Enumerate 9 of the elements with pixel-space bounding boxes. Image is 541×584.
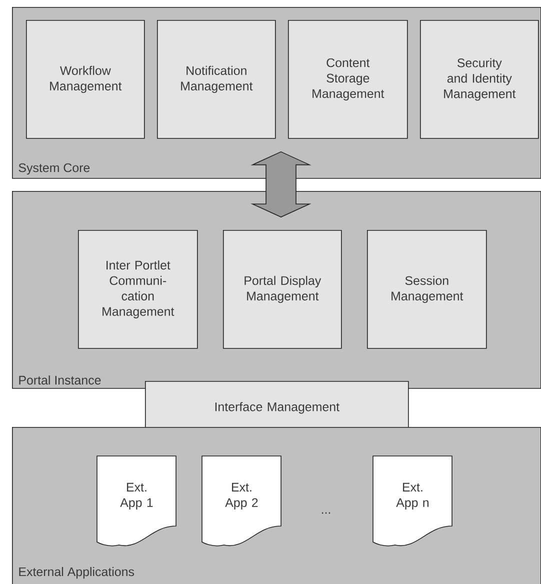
module-box: Content Storage Management	[288, 20, 408, 139]
ellipsis-label: ...	[322, 512, 330, 514]
module-box: Session Management	[367, 230, 487, 349]
double-arrow	[250, 151, 312, 218]
module-box: Notification Management	[157, 20, 276, 139]
module-box: Portal Display Management	[223, 230, 342, 349]
module-box: Security and Identity Management	[420, 20, 539, 139]
module-box: Workflow Management	[26, 20, 145, 139]
module-box: Inter Portlet Communi-cation Management	[78, 230, 198, 349]
